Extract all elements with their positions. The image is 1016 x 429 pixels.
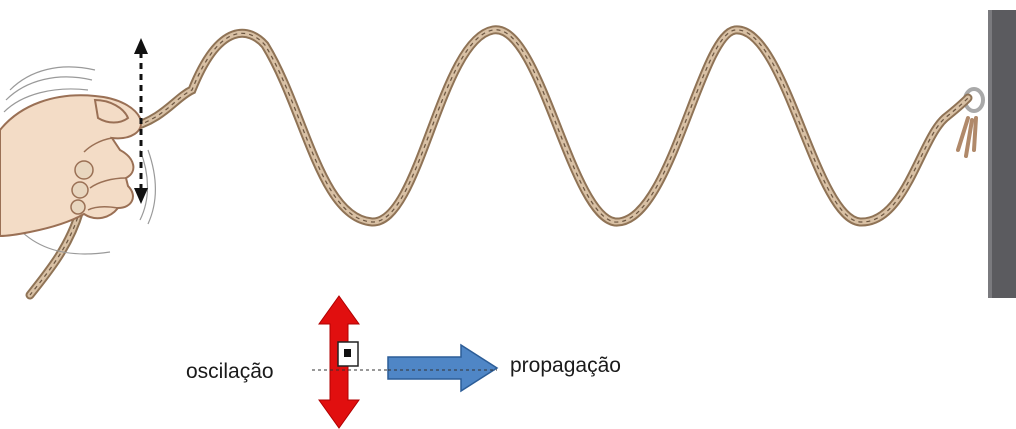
propagation-arrow (387, 343, 499, 393)
hand-motion-arrow (134, 38, 148, 204)
hand-icon (0, 66, 157, 255)
rope (25, 25, 973, 300)
wall-icon (988, 10, 1016, 298)
oscillation-label: oscilação (186, 360, 274, 383)
right-angle-icon (337, 341, 359, 367)
propagation-label: propagação (510, 354, 621, 377)
